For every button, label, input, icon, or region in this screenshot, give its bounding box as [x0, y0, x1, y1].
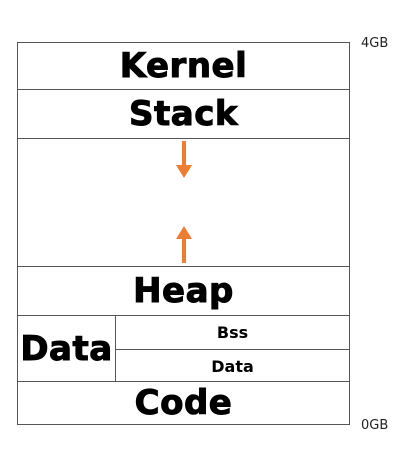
address-bottom-label: 0GB: [361, 418, 389, 433]
arrow-down-icon: [175, 141, 192, 178]
data-sub-label: Data: [211, 356, 254, 376]
stack-label: Stack: [129, 94, 238, 135]
kernel-label: Kernel: [119, 46, 248, 87]
address-top-label: 4GB: [361, 36, 389, 51]
code-segment: Code: [18, 382, 349, 424]
data-subsegment: Data: [116, 350, 349, 382]
heap-label: Heap: [133, 271, 234, 312]
bss-segment: Bss: [116, 316, 349, 350]
kernel-segment: Kernel: [18, 43, 349, 90]
code-label: Code: [134, 383, 233, 424]
memory-layout-diagram: Kernel Stack Heap Data Bss Data Code: [17, 42, 350, 425]
heap-segment: Heap: [18, 267, 349, 316]
data-group-cell: Data: [18, 316, 116, 381]
arrow-up-icon: [175, 226, 192, 263]
free-space-segment: [18, 139, 349, 267]
stack-segment: Stack: [18, 90, 349, 139]
data-group-label: Data: [20, 328, 113, 369]
data-region: Data Bss Data: [18, 316, 349, 382]
bss-label: Bss: [216, 323, 249, 342]
